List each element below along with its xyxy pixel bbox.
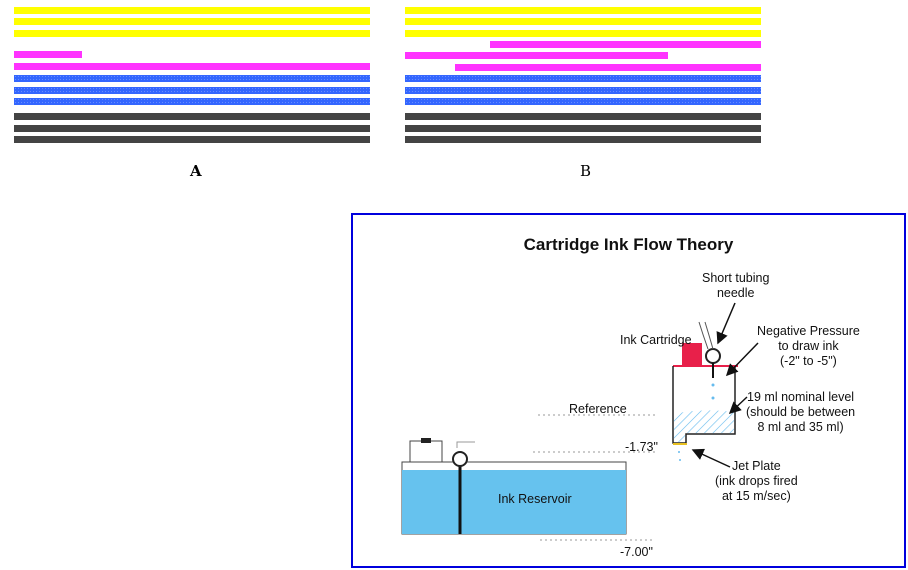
arrow-nominal-level — [730, 397, 747, 413]
label-ink-cartridge: Ink Cartridge — [620, 333, 692, 348]
valve-tube — [457, 442, 475, 448]
label-level-2: -7.00" — [620, 545, 653, 560]
arrow-short-tubing — [718, 303, 735, 343]
label-level-1: -1.73" — [625, 440, 658, 455]
ink-drop — [712, 397, 715, 400]
vent-clip-icon — [421, 438, 431, 443]
label-ink-reservoir: Ink Reservoir — [498, 492, 572, 507]
arrow-negative-pressure — [727, 343, 758, 375]
ink-drop — [712, 384, 715, 387]
reservoir-valve-icon — [453, 452, 467, 466]
needle-connector-icon — [706, 349, 720, 363]
label-reference: Reference — [569, 402, 627, 417]
ink-drop — [678, 451, 680, 453]
cartridge-ink-hatch — [674, 410, 734, 442]
reservoir-vent — [410, 441, 442, 462]
ink-drop — [679, 459, 681, 461]
